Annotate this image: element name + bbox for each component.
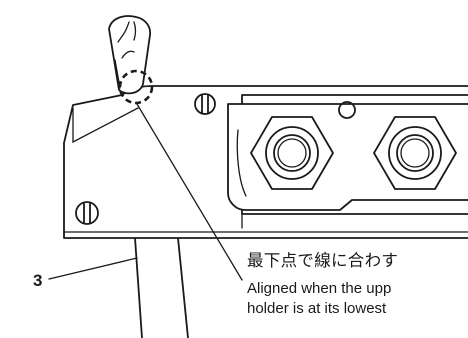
slotted-screw-icon (75, 201, 99, 225)
dashed-highlight-circle-icon (118, 69, 154, 105)
note-text-english-line1: Aligned when the upp (247, 280, 392, 297)
note-leader-line (136, 103, 243, 281)
guide-rods (134, 237, 189, 338)
callout-part-number: 3 (33, 271, 43, 290)
hex-bolt-icon (250, 116, 334, 190)
slotted-screw-icon (194, 93, 216, 115)
note-text-english-line2: holder is at its lowest (247, 300, 387, 317)
callout-3-leader-line (48, 257, 138, 280)
upper-holder (108, 15, 151, 95)
small-hole-icon (338, 101, 356, 119)
note-text-japanese: 最下点で線に合わす (247, 251, 399, 270)
hex-bolt-icon (373, 116, 457, 190)
